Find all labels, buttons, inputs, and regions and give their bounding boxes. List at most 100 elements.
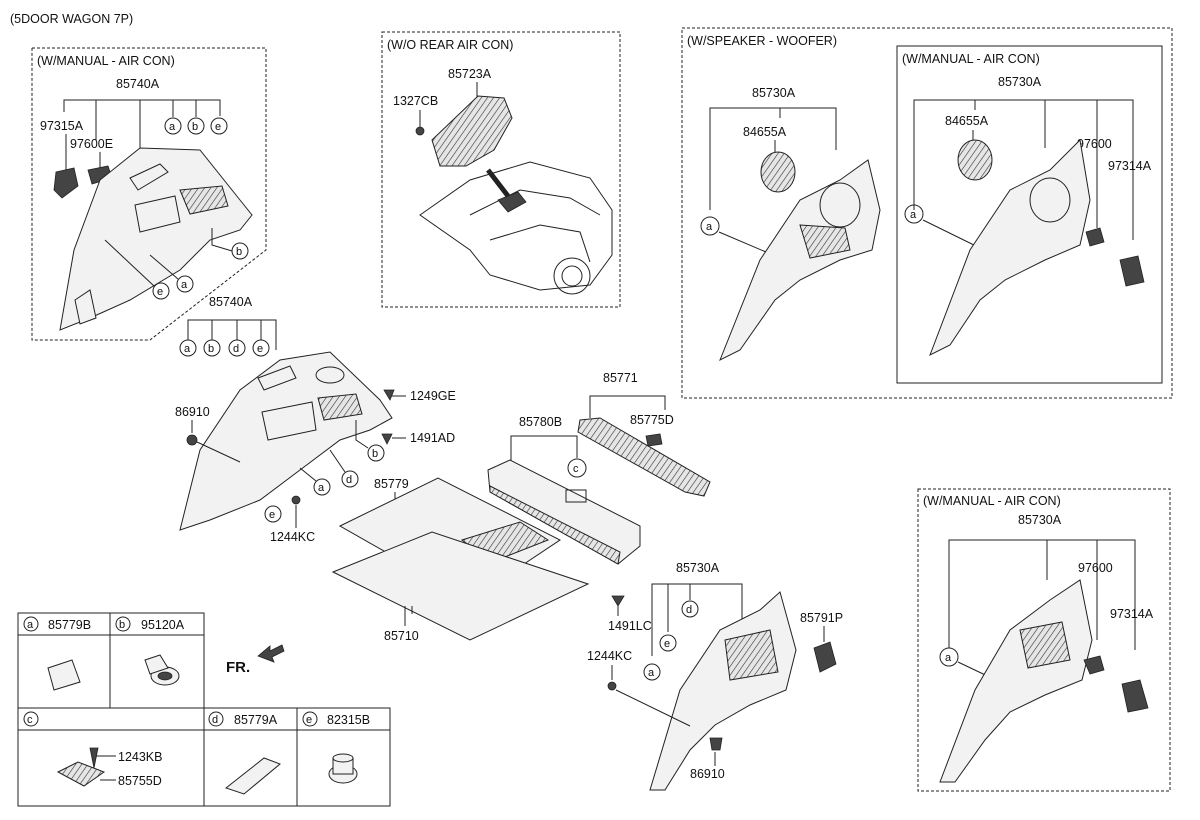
part-label-97315A: 97315A [40, 119, 84, 133]
svg-text:a: a [910, 209, 917, 221]
svg-text:e: e [215, 121, 221, 133]
part-label-85730A-inner: 85730A [998, 75, 1042, 89]
box-speaker-woofer: (W/SPEAKER - WOOFER) 85730A 84655A a (W/… [681, 27, 1173, 399]
callout-b-6: b [367, 444, 385, 462]
callout-a-7: a [643, 663, 661, 681]
legend-key-b: b [115, 616, 131, 632]
box-caption: (W/SPEAKER - WOOFER) [687, 34, 837, 48]
callout-e: e [210, 117, 228, 135]
part-label-1249GE: 1249GE [410, 389, 456, 403]
part-label-84655A-inner: 84655A [945, 114, 989, 128]
svg-text:d: d [233, 343, 239, 355]
callout-b-2: b [231, 242, 249, 260]
callout-a-6: a [313, 478, 331, 496]
callout-b-5: b [203, 339, 221, 357]
fr-label: FR. [226, 659, 250, 676]
svg-text:a: a [318, 482, 325, 494]
grommet-82315B-icon [328, 753, 358, 784]
legend-part-d: 85779A [234, 713, 278, 727]
legend-part-a: 85779B [48, 618, 91, 632]
svg-text:b: b [208, 343, 214, 355]
callout-e-7: e [659, 634, 677, 652]
svg-text:c: c [27, 714, 33, 726]
svg-text:d: d [686, 604, 692, 616]
svg-text:e: e [269, 509, 275, 521]
part-label-97600-right: 97600 [1078, 561, 1113, 575]
part-label-97314A-inner: 97314A [1108, 159, 1152, 173]
luggage-board-85710 [331, 531, 590, 641]
svg-text:b: b [192, 121, 198, 133]
svg-text:a: a [706, 221, 713, 233]
part-label-1491LC: 1491LC [608, 619, 652, 633]
box-caption: (W/O REAR AIR CON) [387, 38, 513, 52]
group-85740A-main: 85740A a b d e 86910 1249GE 1491AD b d a… [175, 295, 456, 544]
svg-text:c: c [573, 463, 579, 475]
callout-c: c [567, 458, 587, 478]
callout-a-5: a [179, 339, 197, 357]
part-label-85775D: 85775D [630, 413, 674, 427]
box-wo-rear-aircon: (W/O REAR AIR CON) 85723A 1327CB [381, 31, 621, 308]
clip-85779A-icon [224, 757, 281, 795]
part-label-1244KC-right: 1244KC [587, 649, 632, 663]
part-label-85780B: 85780B [519, 415, 562, 429]
part-label-97314A-right: 97314A [1110, 607, 1154, 621]
callout-a-3: a [700, 216, 720, 236]
part-label-1491AD: 1491AD [410, 431, 455, 445]
box-caption: (W/MANUAL - AIR CON) [37, 54, 175, 68]
callout-e-6: e [264, 505, 282, 523]
air-vent-97315A [53, 167, 79, 199]
quarter-trim-inner [929, 138, 1091, 357]
svg-text:a: a [27, 619, 34, 631]
legend-part-1243KB: 1243KB [118, 750, 162, 764]
part-label-85723A: 85723A [448, 67, 492, 81]
part-label-1327CB: 1327CB [393, 94, 438, 108]
part-label-85740A-main: 85740A [209, 295, 253, 309]
part-label-85730A: 85730A [752, 86, 796, 100]
callout-a-4: a [904, 204, 924, 224]
clip-85779B-icon [47, 659, 81, 691]
part-label-85791P: 85791P [800, 611, 843, 625]
svg-text:b: b [119, 619, 125, 631]
svg-text:b: b [236, 246, 242, 258]
callout-e-2: e [152, 282, 170, 300]
legend-table: a 85779B b 95120A c 1243KB 85755D d 8577… [17, 612, 391, 807]
cover-85755D-icon [56, 761, 106, 787]
speaker-grille [760, 151, 796, 193]
part-label-85730A-main: 85730A [676, 561, 720, 575]
svg-text:a: a [945, 652, 952, 664]
svg-text:a: a [648, 667, 655, 679]
svg-text:e: e [664, 638, 670, 650]
part-label-85771: 85771 [603, 371, 638, 385]
quarter-trim-panel-right [649, 591, 797, 791]
part-label-85710: 85710 [384, 629, 419, 643]
group-cargo: 85771 85775D 85780B c 1491LC 85779 85710 [331, 371, 711, 643]
group-85730A-main: 85730A d e a 85791P 1244KC 86910 [587, 561, 843, 791]
callout-d-5: d [228, 339, 246, 357]
svg-text:b: b [372, 448, 378, 460]
part-label-85740A: 85740A [116, 77, 160, 91]
part-label-97600-inner: 97600 [1077, 137, 1112, 151]
callout-a: a [164, 117, 182, 135]
callout-a-2: a [176, 275, 194, 293]
legend-key-c: c [23, 711, 39, 727]
callout-d-6: d [341, 470, 359, 488]
legend-part-85755D: 85755D [118, 774, 162, 788]
box-manual-aircon-left: (W/MANUAL - AIR CON) 85740A a b e 97315A… [31, 47, 267, 341]
svg-text:e: e [257, 343, 263, 355]
svg-text:e: e [306, 714, 312, 726]
part-label-84655A: 84655A [743, 125, 787, 139]
box-manual-aircon-right: (W/MANUAL - AIR CON) 85730A 97600 97314A… [917, 488, 1171, 792]
fr-arrow-icon [257, 644, 285, 663]
part-label-86910-right: 86910 [690, 767, 725, 781]
part-label-85730A-right: 85730A [1018, 513, 1062, 527]
part-label-1244KC-left: 1244KC [270, 530, 315, 544]
box-caption: (W/MANUAL - AIR CON) [902, 52, 1040, 66]
duct-cover-85723A [431, 95, 513, 167]
box-caption: (W/MANUAL - AIR CON) [923, 494, 1061, 508]
svg-text:d: d [212, 714, 218, 726]
quarter-trim-panel-right-box [939, 579, 1093, 783]
legend-key-d: d [208, 711, 224, 727]
legend-key-a: a [23, 616, 39, 632]
legend-key-e: e [302, 711, 318, 727]
